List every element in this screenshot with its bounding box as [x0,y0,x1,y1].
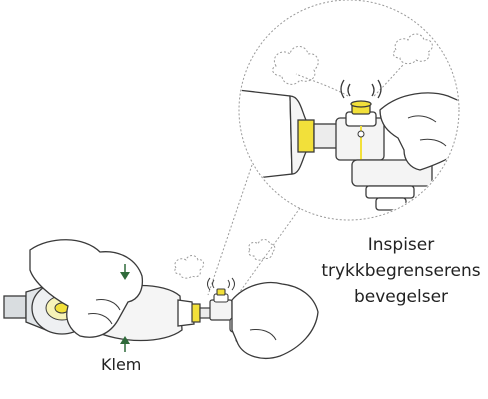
instruction-line-3: bevegelser [353,287,449,307]
hand-icon [231,281,319,359]
arrow-up-icon [120,336,130,352]
arrow-down-icon [120,264,130,280]
sound-wave-icon [207,277,235,291]
instruction-line-2: trykkbegrenserens [321,261,481,281]
air-puff-icon [272,33,433,97]
instruction-text: Inspiser trykkbegrenserens bevegelser [318,232,484,310]
instruction-line-1: Inspiser [367,235,435,255]
sound-wave-icon [340,79,382,99]
squeeze-label: Klem [101,355,142,374]
air-puff-icon [174,239,276,279]
zoomed-bag-neck [240,89,458,211]
hand-icon [29,239,144,338]
